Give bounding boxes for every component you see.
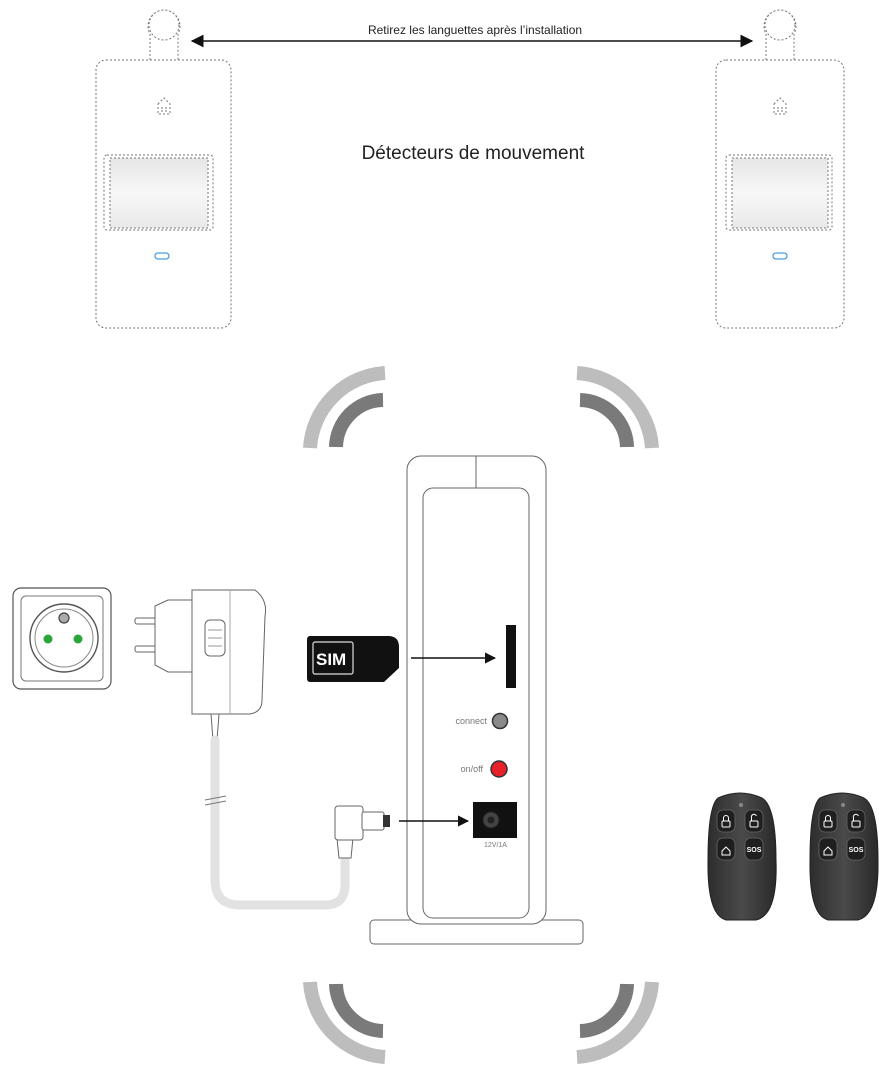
remote-control-icon: SOS [707, 792, 777, 921]
lock-icon [721, 815, 731, 828]
home-icon [721, 846, 731, 856]
base-station-panel [422, 487, 530, 919]
wall-socket-icon [12, 587, 112, 690]
motion-detector-left [95, 9, 232, 329]
power-adapter-icon [134, 589, 266, 741]
sim-label: SIM [316, 650, 346, 669]
wireless-signal-icon [303, 366, 659, 1064]
onoff-button [490, 760, 508, 778]
detectors-title: Détecteurs de mouvement [362, 143, 586, 164]
power-cable [204, 735, 390, 910]
connect-label: connect [455, 716, 487, 726]
pir-lens-icon [725, 154, 833, 231]
led-indicator-icon [154, 252, 170, 260]
sim-card-icon: SIM [307, 636, 399, 682]
dc-jack-icon [473, 802, 517, 838]
remote-control-icon: SOS [809, 792, 879, 921]
home-icon [157, 97, 171, 115]
lock-icon [823, 815, 833, 828]
sos-label: SOS [849, 847, 864, 854]
unlock-icon [749, 813, 759, 828]
led-indicator-icon [772, 252, 788, 260]
tab-removal-caption: Retirez les languettes après l’installat… [368, 23, 582, 37]
tab-removal-indicator: Retirez les languettes après l’installat… [190, 23, 754, 48]
base-station: connect on/off 12V/1A [369, 455, 584, 945]
connect-button [491, 712, 509, 730]
unlock-icon [851, 813, 861, 828]
home-icon [773, 97, 787, 115]
motion-detector-right [715, 9, 845, 329]
sos-label: SOS [747, 847, 762, 854]
home-icon [823, 846, 833, 856]
tab-pull-icon [147, 9, 181, 60]
sim-card-slot [506, 625, 516, 688]
onoff-label: on/off [461, 764, 484, 774]
tab-pull-icon [763, 9, 797, 60]
power-rating-label: 12V/1A [484, 842, 507, 849]
pir-lens-icon [103, 154, 214, 231]
